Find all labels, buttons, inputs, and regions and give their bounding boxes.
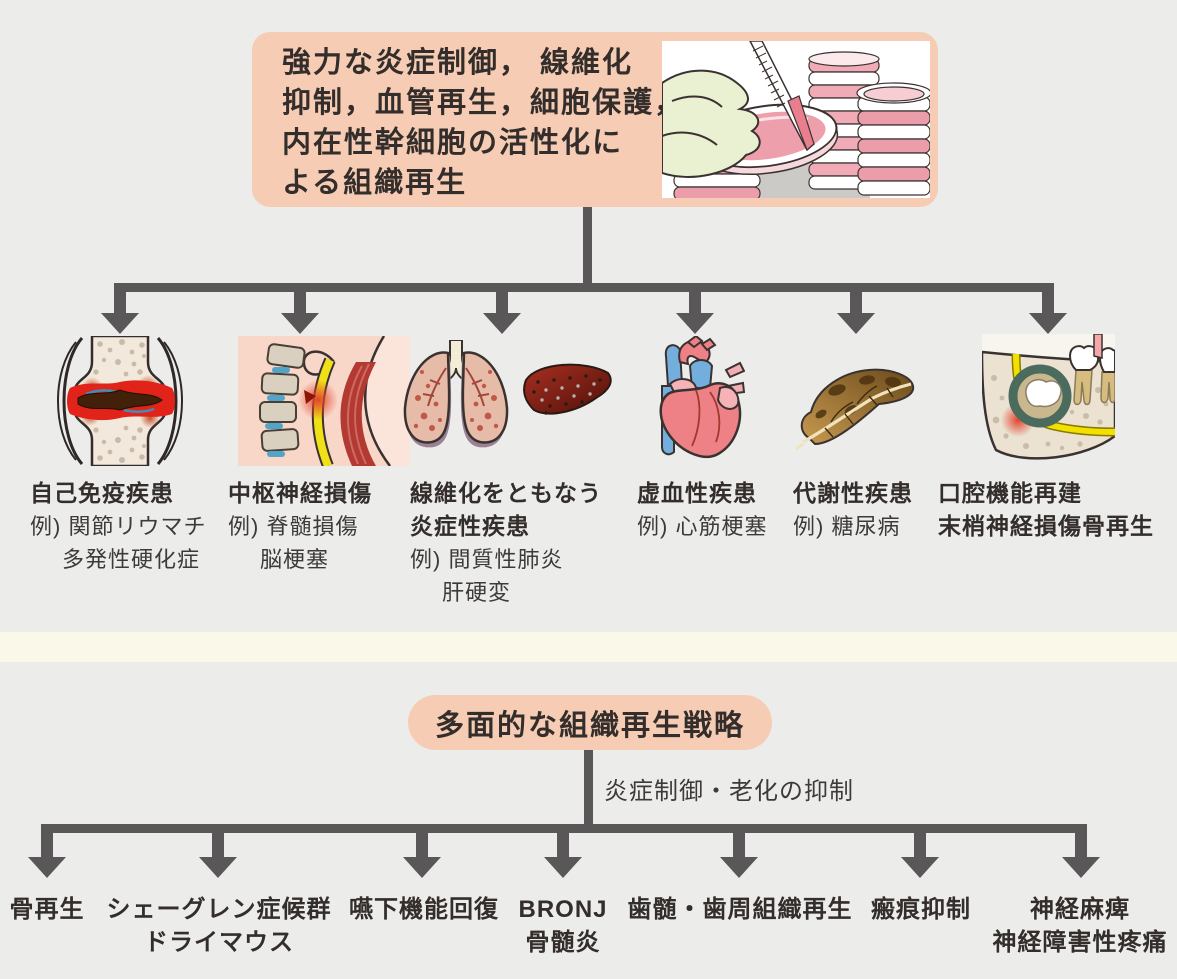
pancreas-illustration xyxy=(795,352,920,450)
lungs-liver-illustration xyxy=(400,340,615,462)
divider-band xyxy=(0,632,1177,662)
branch-label-fibrotic-inflammatory-disease: 線維化をともなう 炎症性疾患 例) 間質性肺炎 肝硬変 xyxy=(410,480,602,605)
cervical-spine-illustration xyxy=(238,336,410,466)
top-arrow-6 xyxy=(1029,292,1067,334)
top-arrow-4 xyxy=(676,292,714,334)
petri-dish-culture-illustration xyxy=(661,40,932,201)
therapy-effects-box: 強力な炎症制御， 線維化 抑制，血管再生，細胞保護， 内在性幹細胞の活性化に よ… xyxy=(252,32,938,207)
strategy-title: 多面的な組織再生戦略 xyxy=(434,709,745,742)
top-tree-hline xyxy=(114,283,1054,292)
branch-label-ischemic-disease: 虚血性疾患 例) 心筋梗塞 xyxy=(637,480,768,539)
inflamed-joint-illustration xyxy=(56,336,184,466)
bottom-arrow-3 xyxy=(403,833,441,878)
bottom-item-scar-suppression: 瘢痕抑制 xyxy=(871,896,971,923)
top-tree-stem xyxy=(583,207,592,292)
bottom-item-swallowing-recovery: 嚥下機能回復 xyxy=(349,896,499,923)
strategy-title-box: 多面的な組織再生戦略 xyxy=(408,695,772,750)
bottom-item-sjogren-dry-mouth: シェーグレン症候群 ドライマウス xyxy=(106,896,332,956)
bottom-arrow-7 xyxy=(1062,833,1100,878)
branch-label-autoimmune-disease: 自己免疫疾患 例) 関節リウマチ 多発性硬化症 xyxy=(30,480,207,572)
bottom-arrow-2 xyxy=(199,833,237,878)
bottom-arrow-5 xyxy=(720,833,758,878)
bottom-tree-hline xyxy=(41,824,1087,833)
bottom-item-bronj-osteomyelitis: BRONJ 骨髄炎 xyxy=(518,896,608,956)
branch-label-oral-function: 口腔機能再建 末梢神経損傷骨再生 xyxy=(938,480,1154,539)
top-arrow-3 xyxy=(483,292,521,334)
top-arrow-2 xyxy=(281,292,319,334)
branch-label-metabolic-disease: 代謝性疾患 例) 糖尿病 xyxy=(793,480,913,539)
bottom-arrow-4 xyxy=(544,833,582,878)
heart-illustration xyxy=(650,336,745,464)
bottom-item-nerve-palsy-neuropathic-pain: 神経麻痺 神経障害性疼痛 xyxy=(992,896,1168,956)
jaw-teeth-illustration xyxy=(982,334,1115,469)
bottom-arrow-1 xyxy=(28,833,66,878)
bottom-item-bone-regeneration: 骨再生 xyxy=(9,896,85,923)
therapy-effects-text: 強力な炎症制御， 線維化 抑制，血管再生，細胞保護， 内在性幹細胞の活性化に よ… xyxy=(282,47,686,199)
branch-label-cns-injury: 中枢神経損傷 例) 脊髄損傷 脳梗塞 xyxy=(228,480,372,572)
bottom-tree-stem xyxy=(584,750,593,833)
bottom-arrow-6 xyxy=(901,833,939,878)
top-arrow-1 xyxy=(101,292,139,334)
strategy-annotation: 炎症制御・老化の抑制 xyxy=(604,778,854,805)
bottom-item-pulp-periodontal-regeneration: 歯髄・歯周組織再生 xyxy=(627,896,853,923)
top-arrow-5 xyxy=(837,292,875,334)
